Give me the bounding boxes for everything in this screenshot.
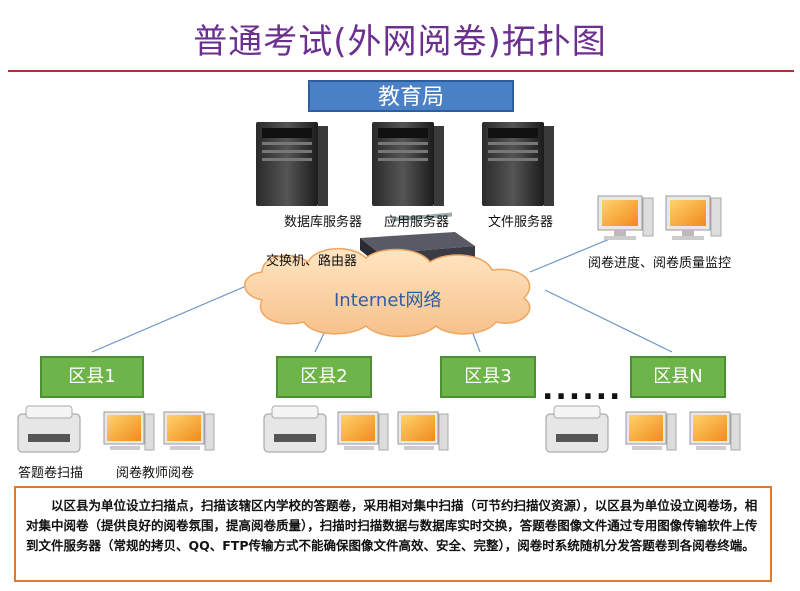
district-n-box: 区县N	[630, 356, 726, 398]
scanner-icon	[17, 405, 81, 453]
description-text: 以区县为单位设立扫描点，扫描该辖区内学校的答题卷，采用相对集中扫描（可节约扫描仪…	[26, 498, 758, 553]
scanner-icon	[545, 405, 609, 453]
district-3-box: 区县3	[440, 356, 536, 398]
description-box: 以区县为单位设立扫描点，扫描该辖区内学校的答题卷，采用相对集中扫描（可节约扫描仪…	[14, 486, 772, 582]
scan-label: 答题卷扫描	[18, 466, 84, 481]
internet-cloud-icon	[244, 247, 531, 338]
district-2-box: 区县2	[276, 356, 372, 398]
teacher-pc-icon	[103, 411, 155, 451]
teacher-pc-icon	[337, 411, 389, 451]
education-bureau-box: 教育局	[308, 80, 514, 112]
teacher-pc-icon	[397, 411, 449, 451]
title-divider	[8, 70, 794, 72]
file-server-icon	[482, 122, 554, 206]
teacher-pc-icon	[163, 411, 215, 451]
teacher-pc-icon	[625, 411, 677, 451]
teacher-label: 阅卷教师阅卷	[116, 466, 195, 481]
monitor-pc-icon	[665, 195, 722, 240]
teacher-pc-icon	[689, 411, 741, 451]
file-server-label: 文件服务器	[488, 215, 554, 230]
scanner-icon	[263, 405, 327, 453]
database-server-icon	[256, 122, 328, 206]
application-server-icon	[372, 122, 444, 206]
ellipsis: ......	[542, 372, 623, 407]
database-server-label: 数据库服务器	[284, 215, 363, 230]
district-1-box: 区县1	[40, 356, 144, 398]
switch-label: 交换机、路由器	[266, 254, 358, 269]
monitor-pc-icon	[597, 195, 654, 240]
page-title: 普通考试(外网阅卷)拓扑图	[193, 22, 607, 62]
internet-label: Internet网络	[334, 290, 442, 311]
application-server-label: 应用服务器	[384, 215, 450, 230]
monitor-label: 阅卷进度、阅卷质量监控	[588, 256, 732, 271]
